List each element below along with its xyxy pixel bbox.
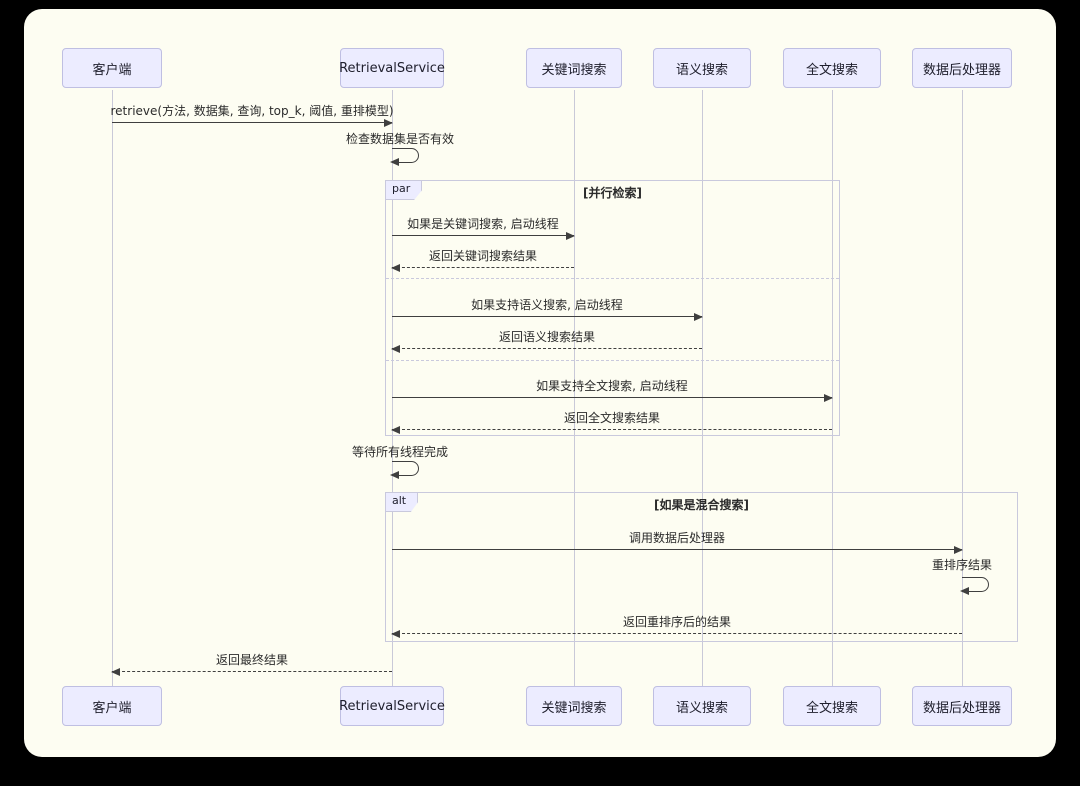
message-retrieve-label: retrieve(方法, 数据集, 查询, top_k, 阈值, 重排模型) [110, 104, 394, 118]
self-loop-rerank [960, 577, 989, 595]
message-semantic-return-arrow [391, 345, 702, 353]
alt-frame-tab: alt [385, 492, 419, 512]
message-final-return-arrow [111, 668, 392, 676]
participant-client-top: 客户端 [62, 48, 162, 88]
lifeline-fulltext-search [832, 90, 833, 686]
participant-fulltext-search-top: 全文搜索 [783, 48, 881, 88]
arrowhead-icon [566, 232, 575, 240]
message-rerank-return-arrow [391, 630, 962, 638]
par-frame-tab: par [385, 180, 423, 200]
message-check-dataset-label: 检查数据集是否有效 [345, 132, 454, 146]
participant-postprocessor-top: 数据后处理器 [912, 48, 1012, 88]
message-retrieve-arrow [112, 119, 393, 127]
message-fulltext-return-label: 返回全文搜索结果 [563, 411, 660, 425]
lifeline-semantic-search [702, 90, 703, 686]
participant-retrieval-service-bottom: RetrievalService [339, 686, 445, 726]
par-frame: par [并行检索] [385, 180, 840, 436]
participant-fulltext-search-bottom: 全文搜索 [783, 686, 881, 726]
participant-semantic-search-bottom: 语义搜索 [653, 686, 751, 726]
message-keyword-start-arrow [392, 232, 575, 240]
message-fulltext-start-label: 如果支持全文搜索, 启动线程 [536, 379, 688, 393]
participant-retrieval-service-top: RetrievalService [339, 48, 445, 88]
arrowhead-icon [391, 630, 400, 638]
self-loop-wait-threads [390, 461, 419, 479]
par-frame-title: [并行检索] [583, 186, 642, 200]
alt-frame: alt [如果是混合搜索] [385, 492, 1018, 642]
message-semantic-start-label: 如果支持语义搜索, 启动线程 [471, 298, 623, 312]
message-call-postprocessor-arrow [392, 546, 963, 554]
lifeline-retrieval-service [392, 90, 393, 686]
participant-keyword-search-top: 关键词搜索 [526, 48, 622, 88]
lifeline-keyword-search [574, 90, 575, 686]
message-final-return-label: 返回最终结果 [215, 653, 288, 667]
message-rerank-return-label: 返回重排序后的结果 [622, 615, 731, 629]
message-wait-threads-label: 等待所有线程完成 [351, 445, 448, 459]
participant-keyword-search-bottom: 关键词搜索 [526, 686, 622, 726]
par-divider-2 [386, 360, 839, 361]
self-loop-check-dataset [390, 148, 419, 166]
arrowhead-icon [694, 313, 703, 321]
arrowhead-icon [390, 471, 399, 479]
arrowhead-icon [960, 587, 969, 595]
message-fulltext-return-arrow [391, 426, 832, 434]
diagram-canvas [24, 9, 1056, 757]
lifeline-client [112, 90, 113, 686]
message-keyword-return-label: 返回关键词搜索结果 [428, 249, 537, 263]
arrowhead-icon [390, 158, 399, 166]
message-keyword-return-arrow [391, 264, 574, 272]
alt-frame-title: [如果是混合搜索] [654, 498, 749, 512]
participant-semantic-search-top: 语义搜索 [653, 48, 751, 88]
message-semantic-start-arrow [392, 313, 703, 321]
message-fulltext-start-arrow [392, 394, 833, 402]
par-divider-1 [386, 278, 839, 279]
participant-postprocessor-bottom: 数据后处理器 [912, 686, 1012, 726]
message-rerank-label: 重排序结果 [931, 558, 992, 572]
arrowhead-icon [954, 546, 963, 554]
arrowhead-icon [111, 668, 120, 676]
arrowhead-icon [391, 345, 400, 353]
arrowhead-icon [384, 119, 393, 127]
lifeline-postprocessor [962, 90, 963, 686]
participant-client-bottom: 客户端 [62, 686, 162, 726]
arrowhead-icon [391, 426, 400, 434]
arrowhead-icon [391, 264, 400, 272]
message-semantic-return-label: 返回语义搜索结果 [498, 330, 595, 344]
message-keyword-start-label: 如果是关键词搜索, 启动线程 [407, 217, 559, 231]
arrowhead-icon [824, 394, 833, 402]
message-call-postprocessor-label: 调用数据后处理器 [628, 531, 725, 545]
